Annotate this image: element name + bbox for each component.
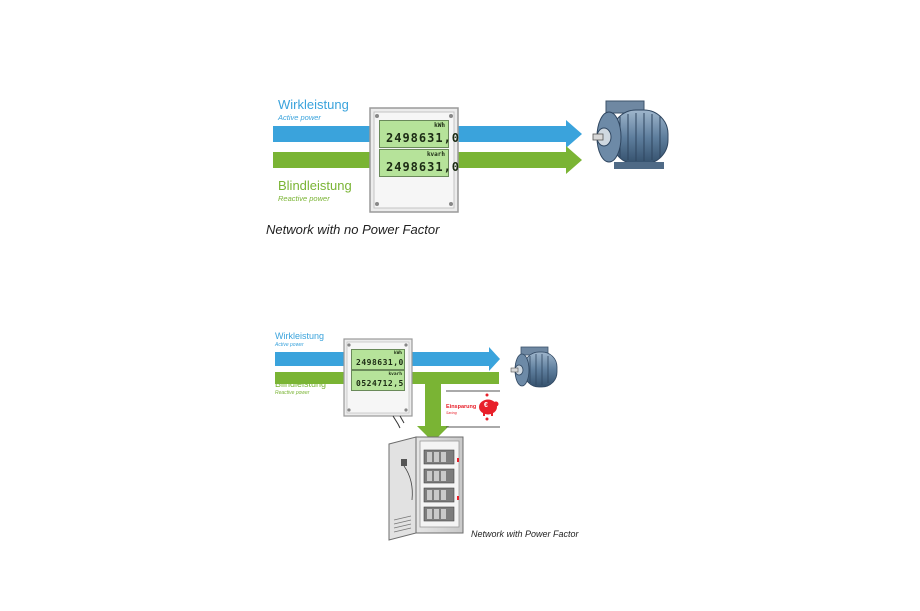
meter-unit-active: kWh	[434, 122, 445, 129]
reactive-power-label-en: Reactive power	[278, 194, 330, 203]
euro-symbol: €	[484, 402, 488, 409]
meter-reading-reactive: 2498631,0	[386, 160, 461, 174]
capacitor-cabinet-icon	[388, 436, 464, 541]
caption-no-pf: Network with no Power Factor	[266, 222, 440, 237]
meter-display-active: kWh 2498631,0	[379, 120, 459, 148]
meter-unit-reactive-2: kvarh	[388, 372, 402, 377]
saving-box	[446, 390, 500, 428]
saving-label-de: Einsparung	[446, 404, 477, 410]
reactive-power-label-en-2: Reactive power	[275, 390, 310, 396]
meter-reading-active-2: 2498631,0	[356, 358, 404, 367]
top-diagram	[273, 100, 669, 213]
bottom-diagram	[275, 338, 558, 541]
electric-motor-icon	[592, 100, 669, 169]
meter-reading-active: 2498631,0	[386, 131, 461, 145]
reactive-power-label-de-2: Blindleistung	[275, 379, 327, 389]
meter-display-active-2: kWh 2498631,0	[351, 349, 405, 370]
piggy-bank-icon	[479, 393, 499, 421]
meter-display-reactive: kvarh 2498631,0	[379, 149, 459, 177]
meter-unit-reactive: kvarh	[426, 151, 445, 158]
caption-with-pf: Network with Power Factor	[471, 529, 579, 539]
active-power-label-de: Wirkleistung	[278, 97, 349, 112]
active-power-label-de-2: Wirkleistung	[275, 331, 325, 341]
active-power-label-en-2: Active power	[275, 342, 304, 348]
electric-motor-icon-2	[510, 346, 558, 388]
reactive-power-arrow-2	[275, 372, 499, 442]
meter-reading-reactive-2: 0524712,5	[356, 379, 404, 388]
active-power-label-en: Active power	[278, 113, 321, 122]
saving-label-en: Saving	[446, 411, 457, 415]
reactive-power-label-de: Blindleistung	[278, 178, 352, 193]
meter-display-reactive-2: kvarh 0524712,5	[351, 370, 405, 391]
meter-unit-active-2: kWh	[393, 351, 402, 356]
